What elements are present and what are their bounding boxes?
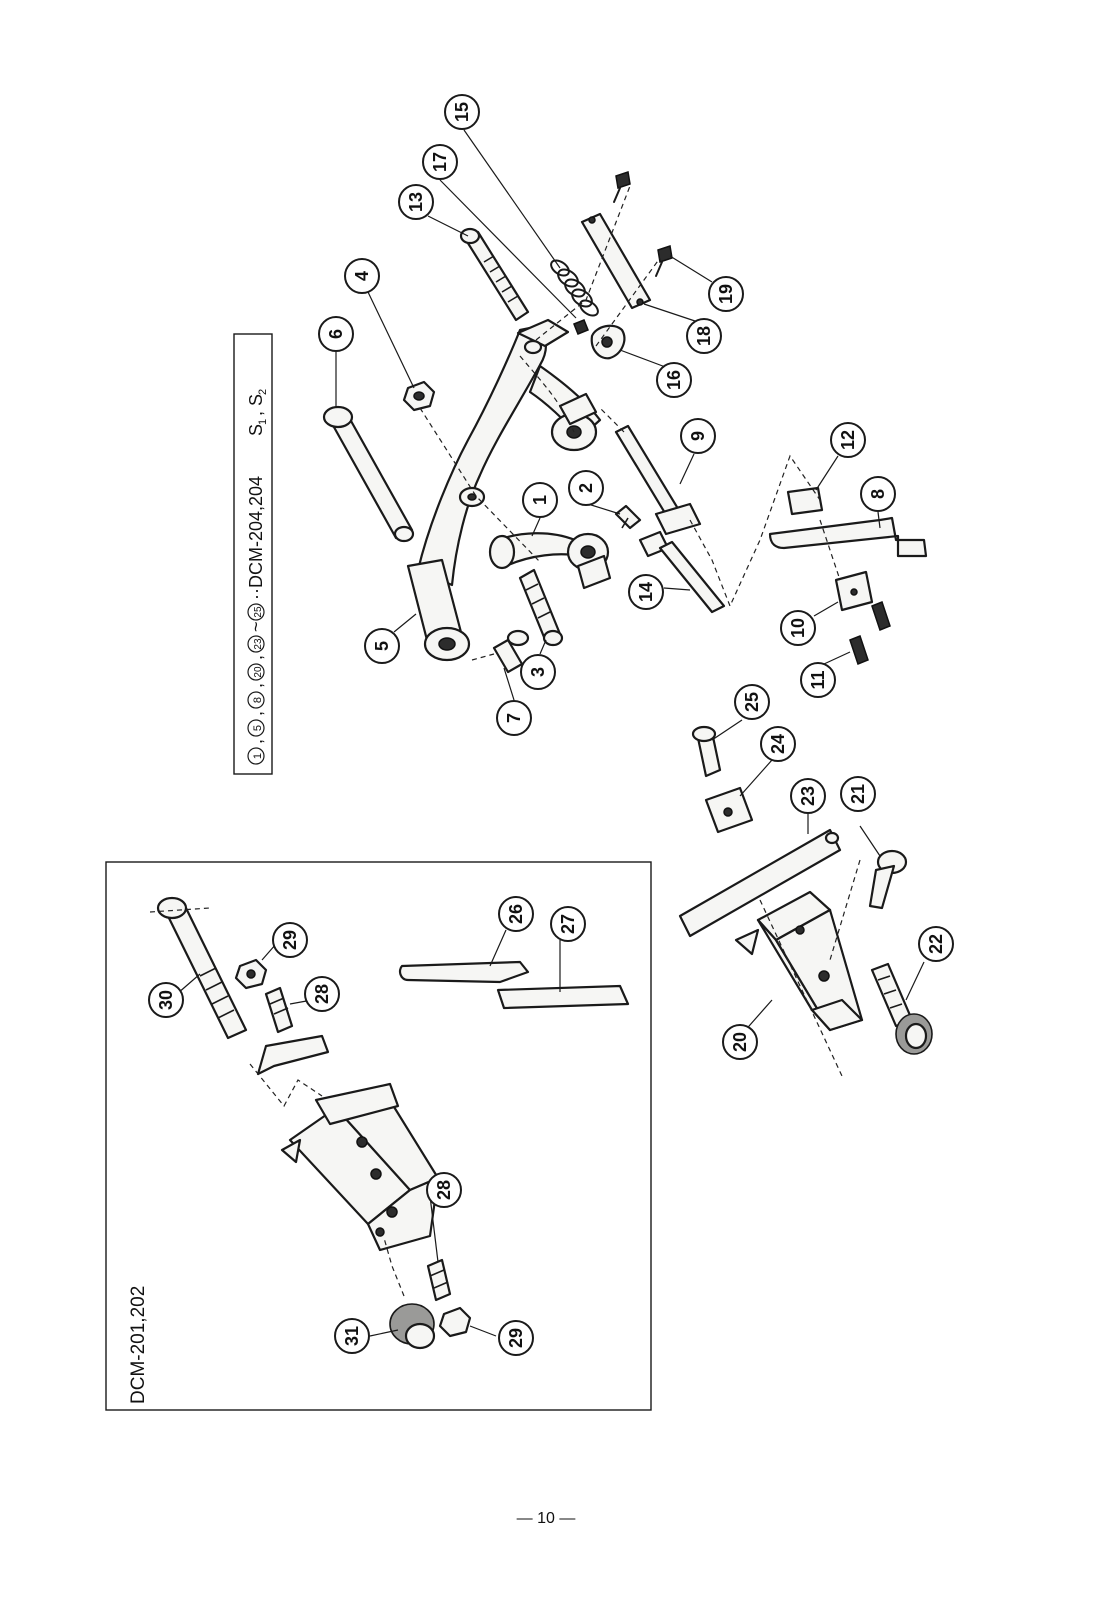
caption-sub-sep: , [246,411,266,416]
caption-num-8: 8 [252,697,264,703]
svg-text:10: 10 [788,618,808,638]
callout-23: 23 [790,778,826,814]
callout-11: 11 [800,662,836,698]
svg-text:1: 1 [530,495,550,505]
svg-text:20: 20 [730,1032,750,1052]
callout-12: 12 [830,422,866,458]
callout-4: 4 [344,258,380,294]
callout-14: 14 [628,574,664,610]
callout-27: 27 [550,906,586,942]
svg-text:25: 25 [742,692,762,712]
callout-5: 5 [364,628,400,664]
svg-text:26: 26 [506,904,526,924]
svg-text:14: 14 [636,582,656,602]
svg-text:16: 16 [664,370,684,390]
caption-sub-s2: S [246,394,266,406]
callout-3: 3 [520,654,556,690]
caption-box: 1 , 5 , 8 , 20 , 23 ~ 25 ··DCM-204,204 S… [233,333,273,775]
spring [550,259,599,317]
svg-text:3: 3 [528,667,548,677]
caption-num-20: 20 [253,666,264,678]
caption-num-5: 5 [252,725,264,731]
assembly-lines [419,185,841,661]
callout-19: 19 [708,276,744,312]
callout-13: 13 [398,184,434,220]
svg-text:23: 23 [798,786,818,806]
svg-text:8: 8 [868,489,888,499]
svg-text:30: 30 [156,990,176,1010]
svg-text:19: 19 [716,284,736,304]
caption-suffix: ··DCM-204,204 [246,476,266,600]
callout-28: 28 [426,1172,462,1208]
caption-sep: , [246,655,266,660]
caption-num-25: 25 [253,606,264,618]
svg-text:7: 7 [504,713,524,723]
svg-text:31: 31 [342,1326,362,1346]
svg-text:11: 11 [808,670,828,689]
callout-22: 22 [918,926,954,962]
callout-26: 26 [498,896,534,932]
caption-range: ~ [246,621,266,632]
callout-28: 28 [304,976,340,1012]
callout-30: 30 [148,982,184,1018]
callout-31: 31 [334,1318,370,1354]
svg-text:21: 21 [848,784,868,804]
callout-9: 9 [680,418,716,454]
callout-24: 24 [760,726,796,762]
caption-sub-s1: S [246,424,266,436]
svg-text:22: 22 [926,934,946,954]
svg-text:27: 27 [558,914,578,934]
svg-text:29: 29 [280,930,300,950]
svg-text:29: 29 [506,1328,526,1348]
caption-sep: , [246,739,266,744]
svg-text:24: 24 [768,734,788,754]
svg-text:28: 28 [312,984,332,1004]
leader-lines [169,129,925,1337]
page-number: — 10 — [517,1510,576,1527]
svg-text:6: 6 [326,329,346,339]
callout-7: 7 [496,700,532,736]
svg-text:9: 9 [688,431,708,441]
svg-text:18: 18 [694,326,714,346]
callout-29: 29 [498,1320,534,1356]
svg-text:28: 28 [434,1180,454,1200]
callout-16: 16 [656,362,692,398]
callout-17: 17 [422,144,458,180]
svg-text:4: 4 [352,271,372,281]
caption-num-23: 23 [253,638,264,650]
caption-sep: , [246,683,266,688]
callout-15: 15 [444,94,480,130]
caption-sub-2: 2 [257,389,269,395]
callout-21: 21 [840,776,876,812]
svg-text:17: 17 [430,152,450,172]
svg-text:13: 13 [406,192,426,212]
callout-29: 29 [272,922,308,958]
inset-assembly [149,896,630,1350]
svg-text:2: 2 [576,483,596,493]
caption-sub-1: 1 [257,419,269,425]
callout-25: 25 [734,684,770,720]
callout-10: 10 [780,610,816,646]
svg-text:12: 12 [838,430,858,450]
caption-sep: , [246,711,266,716]
svg-text:15: 15 [452,102,472,122]
inset-frame: DCM-201,202 [105,861,652,1411]
callout-6: 6 [318,316,354,352]
callout-1: 1 [522,482,558,518]
svg-text:5: 5 [372,641,392,651]
callout-20: 20 [722,1024,758,1060]
caption-num-1: 1 [252,753,264,759]
callout-18: 18 [686,318,722,354]
guide-assembly [678,725,933,1077]
main-assembly [322,171,928,674]
inset-label: DCM-201,202 [128,1286,149,1404]
callout-2: 2 [568,470,604,506]
callout-8: 8 [860,476,896,512]
